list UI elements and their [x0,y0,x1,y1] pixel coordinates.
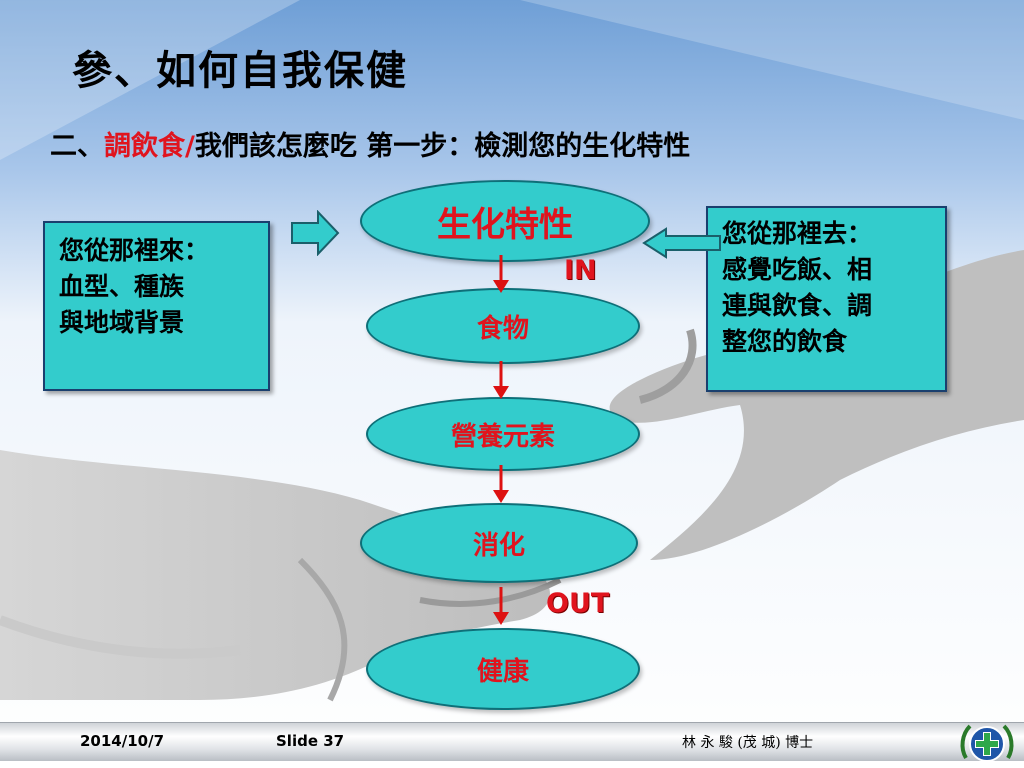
flow-step-nutrients-label: 營養元素 [450,421,555,452]
flow-step-health-label: 健康 [476,656,529,687]
flow-step-digestion: 消化 [360,503,638,583]
flow-step-biochem-label: 生化特性 [437,204,573,245]
out-label: OUT [546,588,610,619]
in-label: IN [564,255,597,286]
left-arrow-icon [642,227,721,259]
flow-step-biochem: 生化特性 [360,180,650,262]
footer-author: 林 永 駿 (茂 城) 博士 [682,735,814,751]
down-arrow-icon [493,361,509,399]
emblem-icon [960,724,1014,762]
down-arrow-icon [493,465,509,503]
destination-line-3: 連與飲食、調 [722,291,873,320]
slide-title: 參、如何自我保健 [72,48,408,94]
right-arrow-icon [291,210,340,256]
down-arrow-icon [493,255,509,293]
footer-bar [0,722,1024,761]
flow-step-food-label: 食物 [476,313,529,344]
origin-line-1: 您從那裡來： [59,236,210,265]
destination-line-2: 感覺吃飯、相 [722,255,873,284]
origin-line-2: 血型、種族 [59,272,185,301]
footer-date: 2014/10/7 [80,732,165,750]
origin-line-3: 與地域背景 [59,308,185,337]
subtitle-rest: 我們該怎麼吃 第一步：檢測您的生化特性 [194,131,691,162]
subtitle-prefix: 二、 [50,131,104,162]
flow-step-nutrients: 營養元素 [366,397,640,471]
footer-slide-number: Slide 37 [276,732,345,750]
flow-step-health: 健康 [366,628,640,710]
slide-subtitle: 二、調飲食/我們該怎麼吃 第一步：檢測您的生化特性 [50,124,690,163]
origin-box: 您從那裡來： 血型、種族 與地域背景 [43,221,270,391]
flow-step-digestion-label: 消化 [472,530,525,561]
destination-line-4: 整您的飲食 [722,327,848,356]
destination-box: 您從那裡去： 感覺吃飯、相 連與飲食、調 整您的飲食 [706,206,947,392]
down-arrow-icon [493,587,509,625]
flow-step-food: 食物 [366,288,640,364]
destination-line-1: 您從那裡去： [722,219,873,248]
subtitle-highlight: 調飲食/ [104,131,195,162]
